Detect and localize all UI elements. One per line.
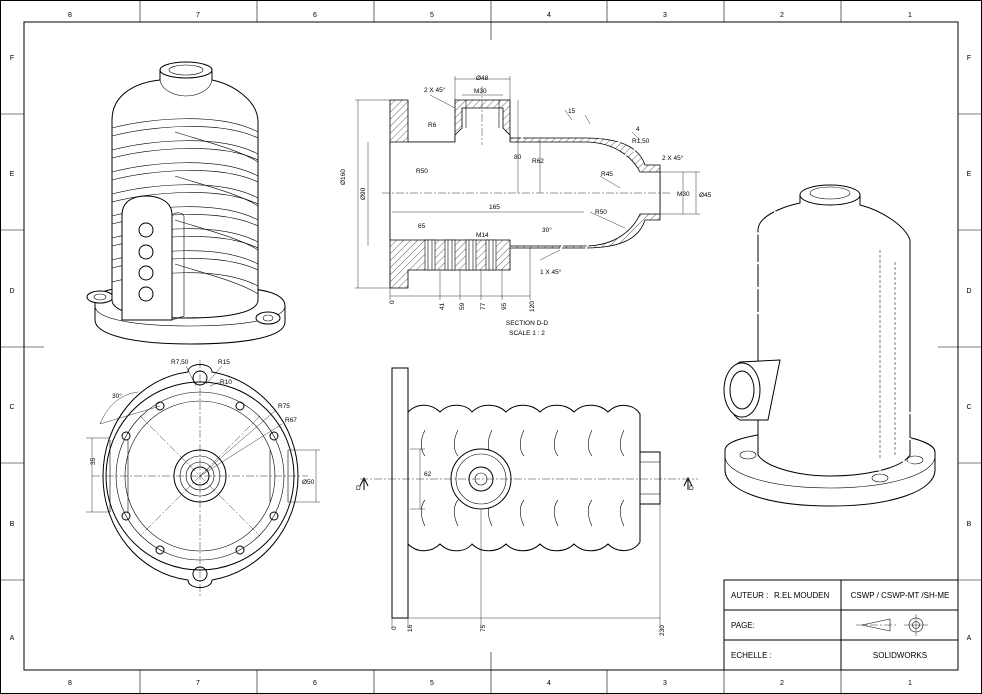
zone-bottom-4: 4 <box>547 680 551 687</box>
front-view: R7,50 R15 R10 30° R75 R67 35 Ø50 <box>86 359 320 596</box>
dim-15: 15 <box>568 108 576 115</box>
dim-dia50: Ø50 <box>302 479 315 486</box>
dim-side-0: 0 <box>391 626 398 630</box>
zone-left-f: F <box>10 55 14 62</box>
zone-top-1: 1 <box>908 12 912 19</box>
zone-top-2: 2 <box>780 12 784 19</box>
dim-dia45: Ø45 <box>699 192 712 199</box>
dim-base-0: 0 <box>389 300 396 304</box>
section-view: 2 X 45° Ø48 M30 R6 15 4 R1,50 80 R62 Ø16… <box>340 75 712 337</box>
isometric-view-right <box>723 184 936 507</box>
dim-35: 35 <box>90 457 97 465</box>
dim-side-75: 75 <box>480 624 487 632</box>
dim-base-41: 41 <box>439 302 446 310</box>
dim-165: 165 <box>489 204 500 211</box>
zone-right-b: B <box>967 521 972 528</box>
isometric-view-left <box>86 61 286 345</box>
dim-side-16: 16 <box>407 624 414 632</box>
dim-65: 65 <box>418 223 426 230</box>
zone-bottom-1: 1 <box>908 680 912 687</box>
dim-r62: R62 <box>532 158 544 165</box>
dim-chamfer-bottom: 1 X 45° <box>540 268 562 276</box>
zone-bottom-2: 2 <box>780 680 784 687</box>
dim-r150: R1,50 <box>632 138 650 145</box>
zone-left-e: E <box>10 171 15 178</box>
dim-base-59: 59 <box>459 302 466 310</box>
dim-r10: R10 <box>220 379 232 386</box>
zone-left-d: D <box>9 288 14 295</box>
dim-r750: R7,50 <box>171 359 189 366</box>
certification: CSWP / CSWP-MT /SH-ME <box>851 591 950 600</box>
zone-top-7: 7 <box>196 12 200 19</box>
title-block: AUTEUR : R.EL MOUDEN CSWP / CSWP-MT /SH-… <box>723 579 959 671</box>
zone-top-5: 5 <box>430 12 434 19</box>
dim-base-77: 77 <box>480 302 487 310</box>
zone-top-3: 3 <box>663 12 667 19</box>
dim-m30-right: M30 <box>677 191 690 198</box>
zone-right-c: C <box>966 404 971 411</box>
dim-r50-right: R50 <box>595 209 607 216</box>
author-label: AUTEUR : <box>731 591 768 600</box>
zone-left-a: A <box>10 635 15 642</box>
zone-right-f: F <box>967 55 971 62</box>
projection-symbol-icon <box>856 614 928 636</box>
scale-label: ECHELLE : <box>731 651 772 660</box>
zone-left-c: C <box>9 404 14 411</box>
zone-top-8: 8 <box>68 12 72 19</box>
zone-bottom-3: 3 <box>663 680 667 687</box>
dim-base-95: 95 <box>501 302 508 310</box>
dim-dia160: Ø160 <box>340 169 347 185</box>
page-label: PAGE: <box>731 621 755 630</box>
dim-chamfer-right: 2 X 45° <box>662 154 684 162</box>
section-scale: SCALE 1 : 2 <box>509 330 545 337</box>
author-value: R.EL MOUDEN <box>774 591 829 600</box>
dim-chamfer-top: 2 X 45° <box>424 86 446 94</box>
zone-right-d: D <box>966 288 971 295</box>
zone-left-b: B <box>10 521 15 528</box>
zone-right-e: E <box>967 171 972 178</box>
dim-4: 4 <box>636 126 640 133</box>
dim-angle-30-front: 30° <box>112 392 122 400</box>
section-title: SECTION D-D <box>506 320 549 327</box>
dim-r67: R67 <box>285 417 297 424</box>
zone-top-6: 6 <box>313 12 317 19</box>
dim-80: 80 <box>514 154 522 161</box>
dim-dia90: Ø90 <box>360 187 367 200</box>
zone-bottom-7: 7 <box>196 680 200 687</box>
dim-dia48: Ø48 <box>476 75 489 82</box>
dim-angle-30: 30° <box>542 226 552 234</box>
zone-top-4: 4 <box>547 12 551 19</box>
dim-side-230: 230 <box>659 625 666 636</box>
cut-label-left: D <box>356 485 361 492</box>
dim-r75: R75 <box>278 403 290 410</box>
dim-62: 62 <box>424 471 432 478</box>
software-name: SOLIDWORKS <box>873 651 927 660</box>
side-view: 62 D D 0 16 75 230 <box>356 367 698 636</box>
zone-bottom-5: 5 <box>430 680 434 687</box>
zone-right-a: A <box>967 635 972 642</box>
zone-bottom-8: 8 <box>68 680 72 687</box>
cut-label-right: D <box>689 485 694 492</box>
dim-base-120: 120 <box>529 301 536 312</box>
dim-r15: R15 <box>218 359 230 366</box>
dim-m14: M14 <box>476 232 489 239</box>
dim-r45: R45 <box>601 171 613 178</box>
dim-r50-left: R50 <box>416 168 428 175</box>
zone-bottom-6: 6 <box>313 680 317 687</box>
dim-r6: R6 <box>428 122 437 129</box>
dim-m30-top: M30 <box>474 88 487 95</box>
